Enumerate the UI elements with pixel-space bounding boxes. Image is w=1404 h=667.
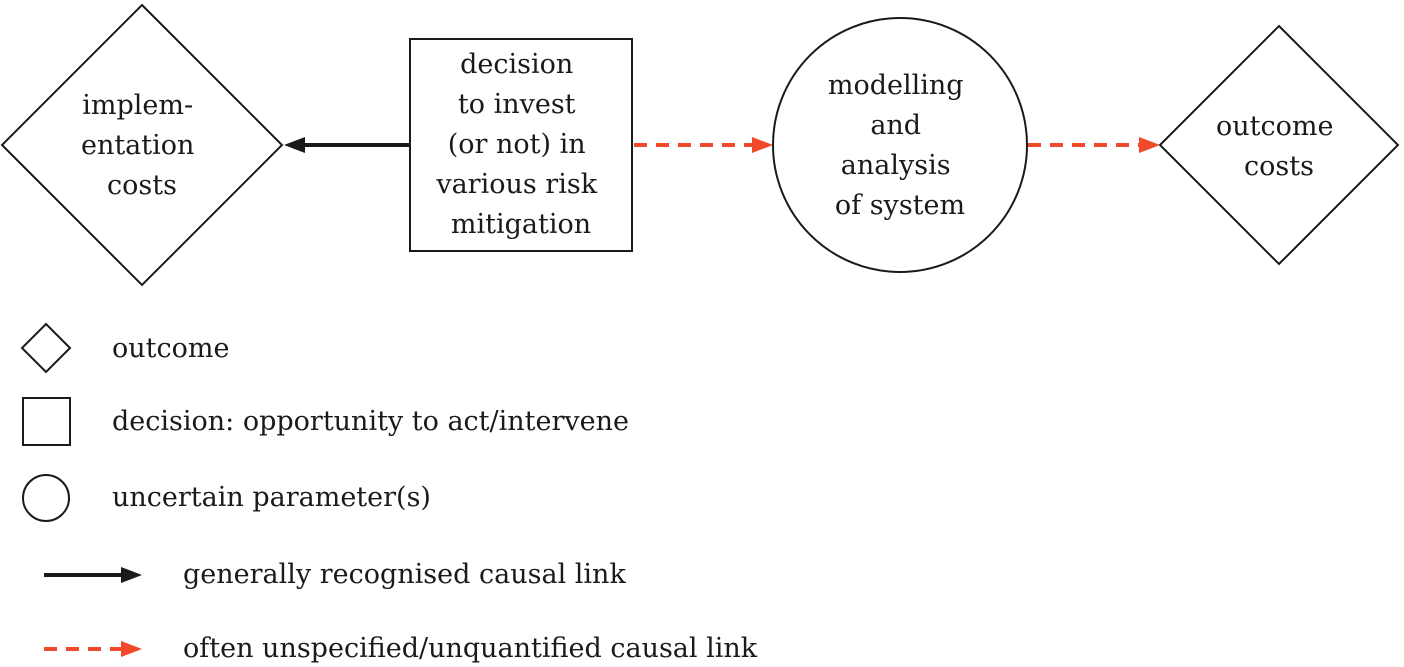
- legend-label: outcome: [112, 333, 229, 364]
- legend-square-icon: [22, 397, 71, 446]
- legend-item-solid-link: generally recognised causal link: [44, 559, 626, 590]
- link-modelling-to-outcome: [1028, 137, 1160, 153]
- legend-diamond-icon: [20, 322, 72, 374]
- node-label-line: to invest: [458, 89, 576, 120]
- uncertain-circle: [772, 17, 1028, 273]
- node-label-line: outcome: [1216, 111, 1333, 142]
- node-implementation-costs: implem- entation costs: [0, 3, 284, 287]
- node-label-line: mitigation: [451, 209, 591, 240]
- legend-label: generally recognised causal link: [183, 559, 626, 590]
- node-label: outcome costs: [1216, 111, 1342, 182]
- node-modelling: modelling and analysis of system: [772, 17, 1028, 273]
- node-label: decision to invest (or not) in various r…: [435, 49, 605, 240]
- link-decision-to-modelling: [634, 137, 773, 153]
- legend-solid-arrowhead-icon: [121, 567, 142, 583]
- node-label-line: costs: [1244, 151, 1314, 182]
- legend-item-decision: decision: opportunity to act/intervene: [22, 397, 629, 446]
- node-label: modelling and analysis of system: [828, 70, 972, 221]
- decision-rectangle: [409, 38, 633, 252]
- node-label-line: of system: [835, 190, 965, 221]
- outcome-diamond: [1158, 24, 1400, 266]
- node-label-line: entation: [81, 130, 194, 161]
- link-decision-to-implementation: [284, 137, 410, 153]
- node-label-line: (or not) in: [448, 129, 586, 160]
- legend-label: uncertain parameter(s): [112, 482, 431, 513]
- legend-dashed-arrowhead-icon: [121, 641, 142, 657]
- node-label-line: and: [870, 110, 921, 141]
- legend-item-uncertain: uncertain parameter(s): [22, 474, 431, 522]
- solid-link-arrowhead: [284, 137, 305, 153]
- legend-circle-icon: [22, 474, 70, 522]
- legend-label: decision: opportunity to act/intervene: [112, 406, 629, 437]
- node-label-line: decision: [460, 49, 573, 80]
- legend: outcome decision: opportunity to act/int…: [20, 322, 758, 664]
- node-decision: decision to invest (or not) in various r…: [409, 38, 633, 252]
- node-label: implem- entation costs: [81, 90, 203, 201]
- legend-item-dashed-link: often unspecified/unquantified causal li…: [44, 633, 758, 664]
- node-label-line: costs: [107, 170, 177, 201]
- node-label-line: various risk: [435, 169, 597, 200]
- node-label-line: modelling: [828, 70, 964, 101]
- legend-label: often unspecified/unquantified causal li…: [183, 633, 758, 664]
- outcome-diamond: [0, 3, 284, 287]
- dashed-link-arrowhead: [752, 137, 773, 153]
- dashed-link-arrowhead: [1139, 137, 1160, 153]
- node-label-line: implem-: [82, 90, 193, 121]
- node-label-line: analysis: [841, 150, 951, 181]
- legend-item-outcome: outcome: [20, 322, 229, 374]
- node-outcome-costs: outcome costs: [1158, 24, 1400, 266]
